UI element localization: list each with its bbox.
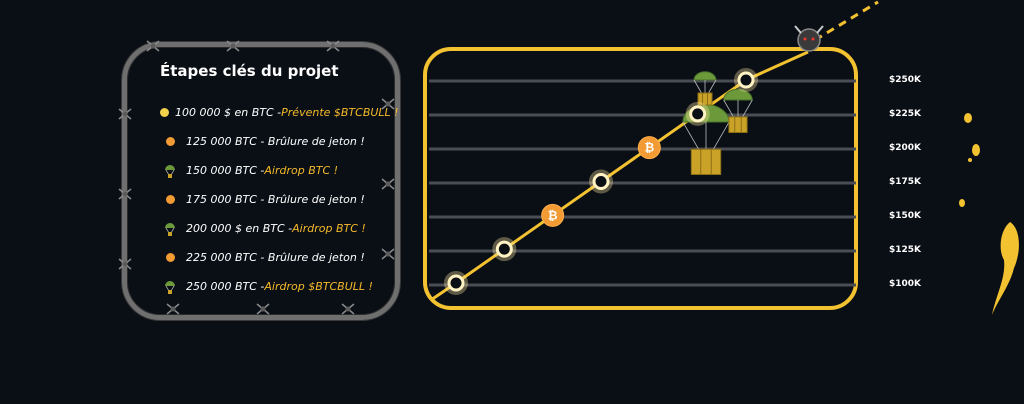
barb-knot-icon <box>166 301 180 315</box>
airdrop-parachute-icon <box>723 88 753 134</box>
barb-knot-icon <box>118 256 132 270</box>
roadmap-chart: ₿₿ $250K$225K$200K$175K$150K$125K$100K <box>423 0 1024 404</box>
svg-text:₿: ₿ <box>548 208 558 222</box>
barb-knot-icon <box>381 96 395 110</box>
milestone-text: 200 000 $ en BTC - <box>186 222 293 235</box>
milestone-marker <box>734 68 758 92</box>
parachute-icon <box>160 280 180 294</box>
milestones-title: Étapes clés du projet <box>160 62 339 80</box>
orange-dot-icon <box>160 253 180 262</box>
milestone-item: 150 000 BTC - Airdrop BTC ! <box>160 156 396 185</box>
chart-svg: ₿₿ <box>429 0 879 302</box>
milestones-list: 100 000 $ en BTC - Prévente $BTCBULL ! 12… <box>160 98 399 301</box>
barb-knot-icon <box>256 301 270 315</box>
milestone-marker <box>589 169 613 194</box>
barbed-wire-frame <box>122 42 400 320</box>
milestone-text: 225 000 BTC - Brûlure de jeton ! <box>186 251 365 264</box>
y-tick-label: $100K <box>889 279 922 289</box>
chart-frame <box>423 47 858 310</box>
milestone-marker <box>492 237 517 262</box>
barb-knot-icon <box>146 38 160 52</box>
milestone-text: 175 000 BTC - Brûlure de jeton ! <box>186 193 365 206</box>
orange-dot-icon <box>160 137 180 146</box>
milestone-highlight: Airdrop BTC ! <box>292 222 366 235</box>
milestone-text: 150 000 BTC - <box>186 164 265 177</box>
y-tick-label: $175K <box>889 177 922 187</box>
milestone-item: 250 000 BTC - Airdrop $BTCBULL ! <box>160 272 396 301</box>
barb-knot-icon <box>381 246 395 260</box>
barb-knot-icon <box>118 186 132 200</box>
milestone-marker <box>685 101 710 126</box>
y-tick-label: $125K <box>889 245 922 255</box>
bitcoin-marker-icon: ₿ <box>541 203 565 227</box>
milestone-marker <box>444 271 468 295</box>
barb-knot-icon <box>226 38 240 52</box>
milestone-highlight: Prévente $BTCBULL ! <box>281 106 399 119</box>
airdrop-parachute-icon <box>693 71 717 106</box>
milestone-highlight: Airdrop BTC ! <box>264 164 339 177</box>
milestone-highlight: Airdrop $BTCBULL ! <box>264 280 373 293</box>
y-tick-label: $225K <box>889 109 922 119</box>
y-tick-label: $250K <box>889 75 922 85</box>
projection-line <box>814 0 879 42</box>
parachute-icon <box>160 164 180 178</box>
y-tick-label: $150K <box>889 211 922 221</box>
barb-knot-icon <box>341 301 355 315</box>
barb-knot-icon <box>326 38 340 52</box>
milestone-item: 125 000 BTC - Brûlure de jeton ! <box>160 127 396 156</box>
svg-text:₿: ₿ <box>644 141 654 155</box>
y-tick-label: $200K <box>889 143 922 153</box>
parachute-icon <box>160 222 180 236</box>
milestone-text: 250 000 BTC - <box>186 280 265 293</box>
bull-mascot-icon <box>794 25 824 52</box>
milestone-item: 225 000 BTC - Brûlure de jeton ! <box>160 243 396 272</box>
milestone-text: 125 000 BTC - Brûlure de jeton ! <box>186 135 365 148</box>
yellow-dot-icon <box>160 108 169 117</box>
paint-splash-icon <box>959 113 1019 315</box>
milestone-item: 200 000 $ en BTC - Airdrop BTC ! <box>160 214 396 243</box>
bitcoin-marker-icon: ₿ <box>637 136 661 160</box>
milestones-panel: Étapes clés du projet 100 000 $ en BTC -… <box>160 62 399 301</box>
milestone-item: 175 000 BTC - Brûlure de jeton ! <box>160 185 396 214</box>
barb-knot-icon <box>118 106 132 120</box>
barb-knot-icon <box>381 176 395 190</box>
milestone-item: 100 000 $ en BTC - Prévente $BTCBULL ! <box>160 98 399 127</box>
milestone-text: 100 000 $ en BTC - <box>175 106 282 119</box>
orange-dot-icon <box>160 195 180 204</box>
